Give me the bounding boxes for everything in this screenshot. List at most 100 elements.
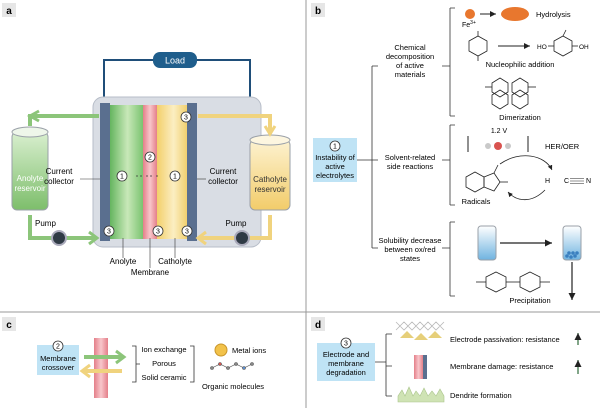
membrane-types-bracket-right [190, 345, 195, 383]
triple-bond [570, 178, 584, 184]
metal-ion-icon [214, 343, 228, 357]
viologen-structure [476, 271, 550, 293]
dimerization-label: Dimerization [499, 113, 541, 122]
hydroquinone-structure [548, 29, 578, 57]
membrane-icon [94, 338, 108, 398]
membrane-strip [143, 105, 157, 239]
quinone-structure [468, 31, 488, 61]
hydrogen-atom-icon [485, 143, 491, 149]
metal-ions-label: Metal ions [232, 346, 266, 355]
membrane-label: Membrane [131, 268, 170, 277]
oxygen-atom-icon [494, 142, 502, 150]
dendrite-label: Dendrite formation [450, 391, 512, 400]
marker-3-right-text: 3 [185, 229, 189, 236]
panel-d: d 3 Electrode and membrane degradation E… [311, 317, 582, 403]
organic-molecules-label: Organic molecules [202, 382, 264, 391]
catholyte-pipe-top [198, 114, 272, 134]
marker-2 [144, 151, 156, 163]
organic-molecule-icon [210, 362, 254, 370]
branch3-label-3: states [400, 254, 420, 263]
membrane-damage-label: Membrane damage: resistance [450, 362, 553, 371]
crossover-label-1: Membrane [40, 354, 76, 363]
marker-1-right-text: 1 [173, 174, 177, 181]
branch1-label-4: materials [395, 70, 426, 79]
acetonitrile-n: N [586, 178, 591, 185]
voltage-label: 1.2 V [491, 128, 508, 135]
catholyte-flow-arrow-bottom [195, 230, 207, 246]
acetonitrile-h: H [545, 178, 550, 185]
load-label: Load [165, 56, 185, 66]
acetonitrile-c: C [564, 178, 569, 185]
anolyte-flow-arrow-top [26, 109, 40, 123]
electrode-mesh-icon [395, 321, 445, 331]
hydrolysis-label: Hydrolysis [536, 10, 571, 19]
damaged-membrane-edge [423, 355, 427, 379]
marker-3-left [103, 225, 115, 237]
instability-marker [329, 140, 341, 152]
ho-label: HO [537, 44, 547, 51]
pump-right-label: Pump [226, 219, 247, 228]
panel-b: b 1 Instability of active electrolytes C… [311, 3, 591, 305]
marker-1-right [169, 170, 181, 182]
catholyte-flow-arrow-top [263, 125, 277, 137]
current-collector-left-label-2: collector [44, 177, 74, 186]
panel-c-letter: c [6, 320, 12, 331]
fe-ion-icon [465, 9, 475, 19]
anolyte-tank: Anolyte reservoir [11, 126, 49, 211]
branch2-bracket [442, 124, 455, 206]
marker-3-top-text: 3 [184, 115, 188, 122]
passivation-deposit-icon [400, 331, 442, 340]
precipitation-label: Precipitation [509, 296, 550, 305]
nucleophilic-label: Nucleophilic addition [486, 60, 555, 69]
branch3-label-1: Solubility decrease [379, 236, 442, 245]
degradation-marker-text: 3 [344, 341, 348, 348]
catholyte-label: Catholyte [158, 257, 192, 266]
tree-lines [357, 65, 378, 249]
hydrogen-atom-2-icon [505, 143, 511, 149]
instability-label-2: active [325, 162, 345, 171]
marker-3-top [180, 111, 192, 123]
catholyte-reservoir-label-2: reservoir [254, 185, 285, 194]
marker-3-mid-text: 3 [156, 229, 160, 236]
current-collector-left-label-1: Current [46, 167, 73, 176]
branch1-label-3: of active [396, 61, 424, 70]
panel-c-letter-bg [2, 317, 16, 331]
pump-right-icon [234, 230, 250, 246]
marker-3-right [181, 225, 193, 237]
catholyte-tank: Catholyte reservoir [249, 134, 291, 211]
anolyte-tank-body [11, 131, 49, 211]
branch2-label-2: side reactions [387, 162, 434, 171]
panel-c: c 2 Membrane crossover Ion exchange Poro… [2, 317, 266, 398]
pump-left-label: Pump [35, 219, 56, 228]
branch1-label-1: Chemical [394, 43, 426, 52]
degradation-label-3: degradation [326, 368, 366, 377]
her-oer-label: HER/OER [545, 142, 580, 151]
radical-return-arrow [507, 189, 546, 201]
load-box [153, 52, 197, 68]
fe-label: Fe3+ [462, 20, 476, 29]
catholyte-reservoir-label-1: Catholyte [253, 175, 287, 184]
panel-a-letter-bg [2, 3, 16, 17]
radical-attack-arrow [499, 155, 553, 171]
marker-3-mid [152, 225, 164, 237]
instability-label-3: electrolytes [316, 171, 354, 180]
degradation-marker [340, 337, 352, 349]
marker-1-left [116, 170, 128, 182]
dimer-structure [485, 77, 536, 110]
panel-a: a Load Anolyte reservoir Catholyte reser… [2, 3, 291, 277]
hydrolysis-product-icon [501, 7, 529, 21]
anolyte-label: Anolyte [110, 257, 137, 266]
degradation-bracket [375, 333, 392, 397]
branch1-bracket [442, 7, 455, 117]
crossover-marker-text: 2 [56, 344, 60, 351]
panel-b-letter-bg [311, 3, 325, 17]
damaged-membrane-icon [414, 355, 423, 379]
crossover-arrowhead-yellow [79, 363, 91, 379]
branch2-label-1: Solvent-related [385, 153, 435, 162]
anolyte-reservoir-label-2: reservoir [14, 184, 45, 193]
crossover-marker [52, 340, 64, 352]
vial-dissolved-icon [477, 225, 497, 261]
anolyte-pipe-bottom-a [28, 215, 54, 240]
